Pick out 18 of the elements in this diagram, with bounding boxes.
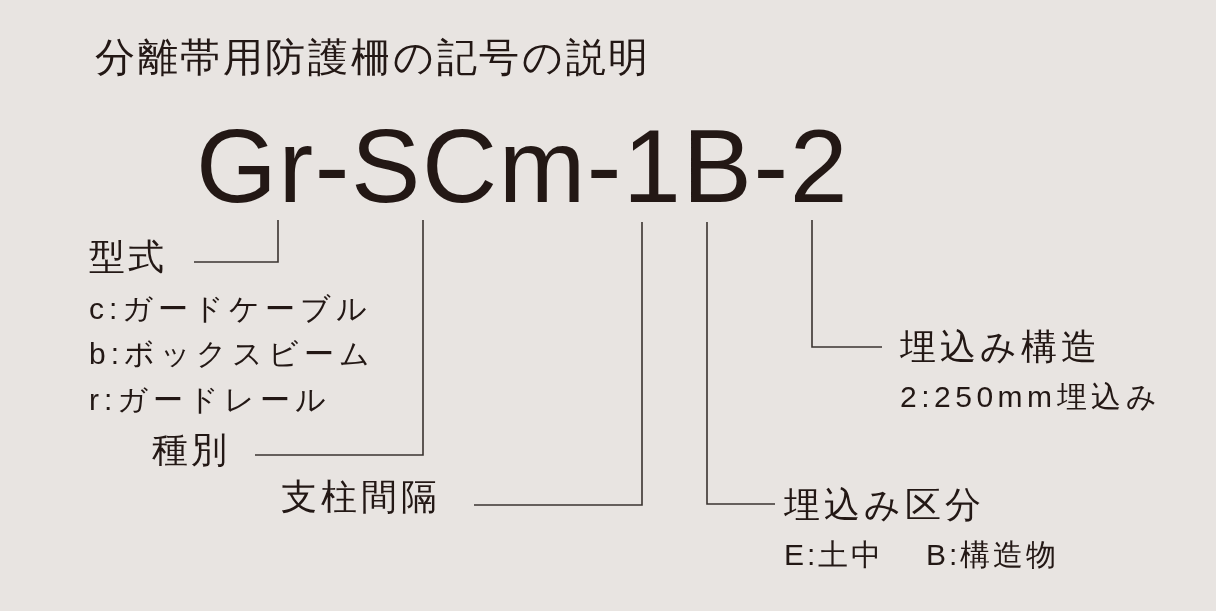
option-text: b:ボックスビーム	[89, 339, 376, 369]
option-text: c:ガードケーブル	[89, 294, 373, 324]
code-text: Gr-SCm-1B-2	[196, 114, 850, 218]
leader-line	[193, 219, 279, 263]
heading-text: 支柱間隔	[281, 479, 441, 515]
heading-text: 型式	[89, 239, 167, 275]
leader-line	[811, 219, 883, 348]
leader-line	[254, 219, 424, 456]
option-text: 2:250mm埋込み	[900, 382, 1162, 412]
option-text: E:土中	[784, 540, 885, 570]
option-text: B:構造物	[926, 540, 1060, 570]
option-text: r:ガードレール	[89, 385, 332, 415]
leader-line	[706, 221, 776, 505]
title: 分離帯用防護柵の記号の説明	[95, 37, 651, 77]
heading-text: 種別	[152, 432, 230, 468]
heading-text: 埋込み構造	[900, 329, 1101, 365]
heading-text: 埋込み区分	[784, 487, 985, 523]
leader-line	[473, 221, 643, 506]
